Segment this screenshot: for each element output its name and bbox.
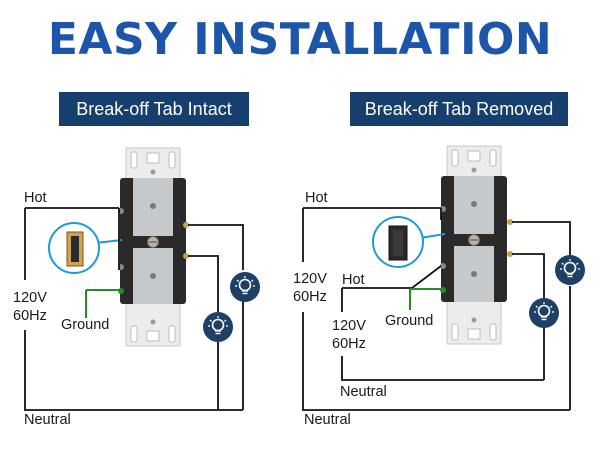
label-voltage-upper: 120V [293, 271, 327, 287]
wire-group-left [24, 207, 244, 411]
label-frequency: 60Hz [13, 308, 47, 324]
label-hot-upper: Hot [305, 190, 328, 206]
outlet-icon [440, 145, 508, 345]
callout-pointer [94, 239, 123, 244]
label-ground: Ground [61, 317, 110, 333]
page-title: EASY INSTALLATION [47, 14, 553, 65]
label-frequency-upper: 60Hz [293, 289, 327, 305]
label-hot-lower: Hot [342, 272, 365, 288]
label-neutral-inner: Neutral [340, 384, 387, 400]
callout-pointer [419, 233, 446, 239]
label-ground: Ground [385, 313, 434, 329]
label-voltage: 120V [13, 290, 47, 306]
label-frequency-lower: 60Hz [332, 336, 366, 352]
label-neutral-outer: Neutral [304, 412, 351, 428]
panel-heading-tab-intact: Break-off Tab Intact [59, 92, 249, 126]
label-hot: Hot [24, 190, 47, 206]
wire-group-right [302, 207, 571, 411]
light-bulb-icon [229, 271, 261, 303]
light-bulb-icon [202, 311, 234, 343]
label-neutral: Neutral [24, 412, 71, 428]
label-voltage-lower: 120V [332, 318, 366, 334]
outlet-icon [119, 147, 187, 347]
light-bulb-icon [528, 297, 560, 329]
panel-heading-tab-removed: Break-off Tab Removed [350, 92, 568, 126]
light-bulb-icon [554, 254, 586, 286]
